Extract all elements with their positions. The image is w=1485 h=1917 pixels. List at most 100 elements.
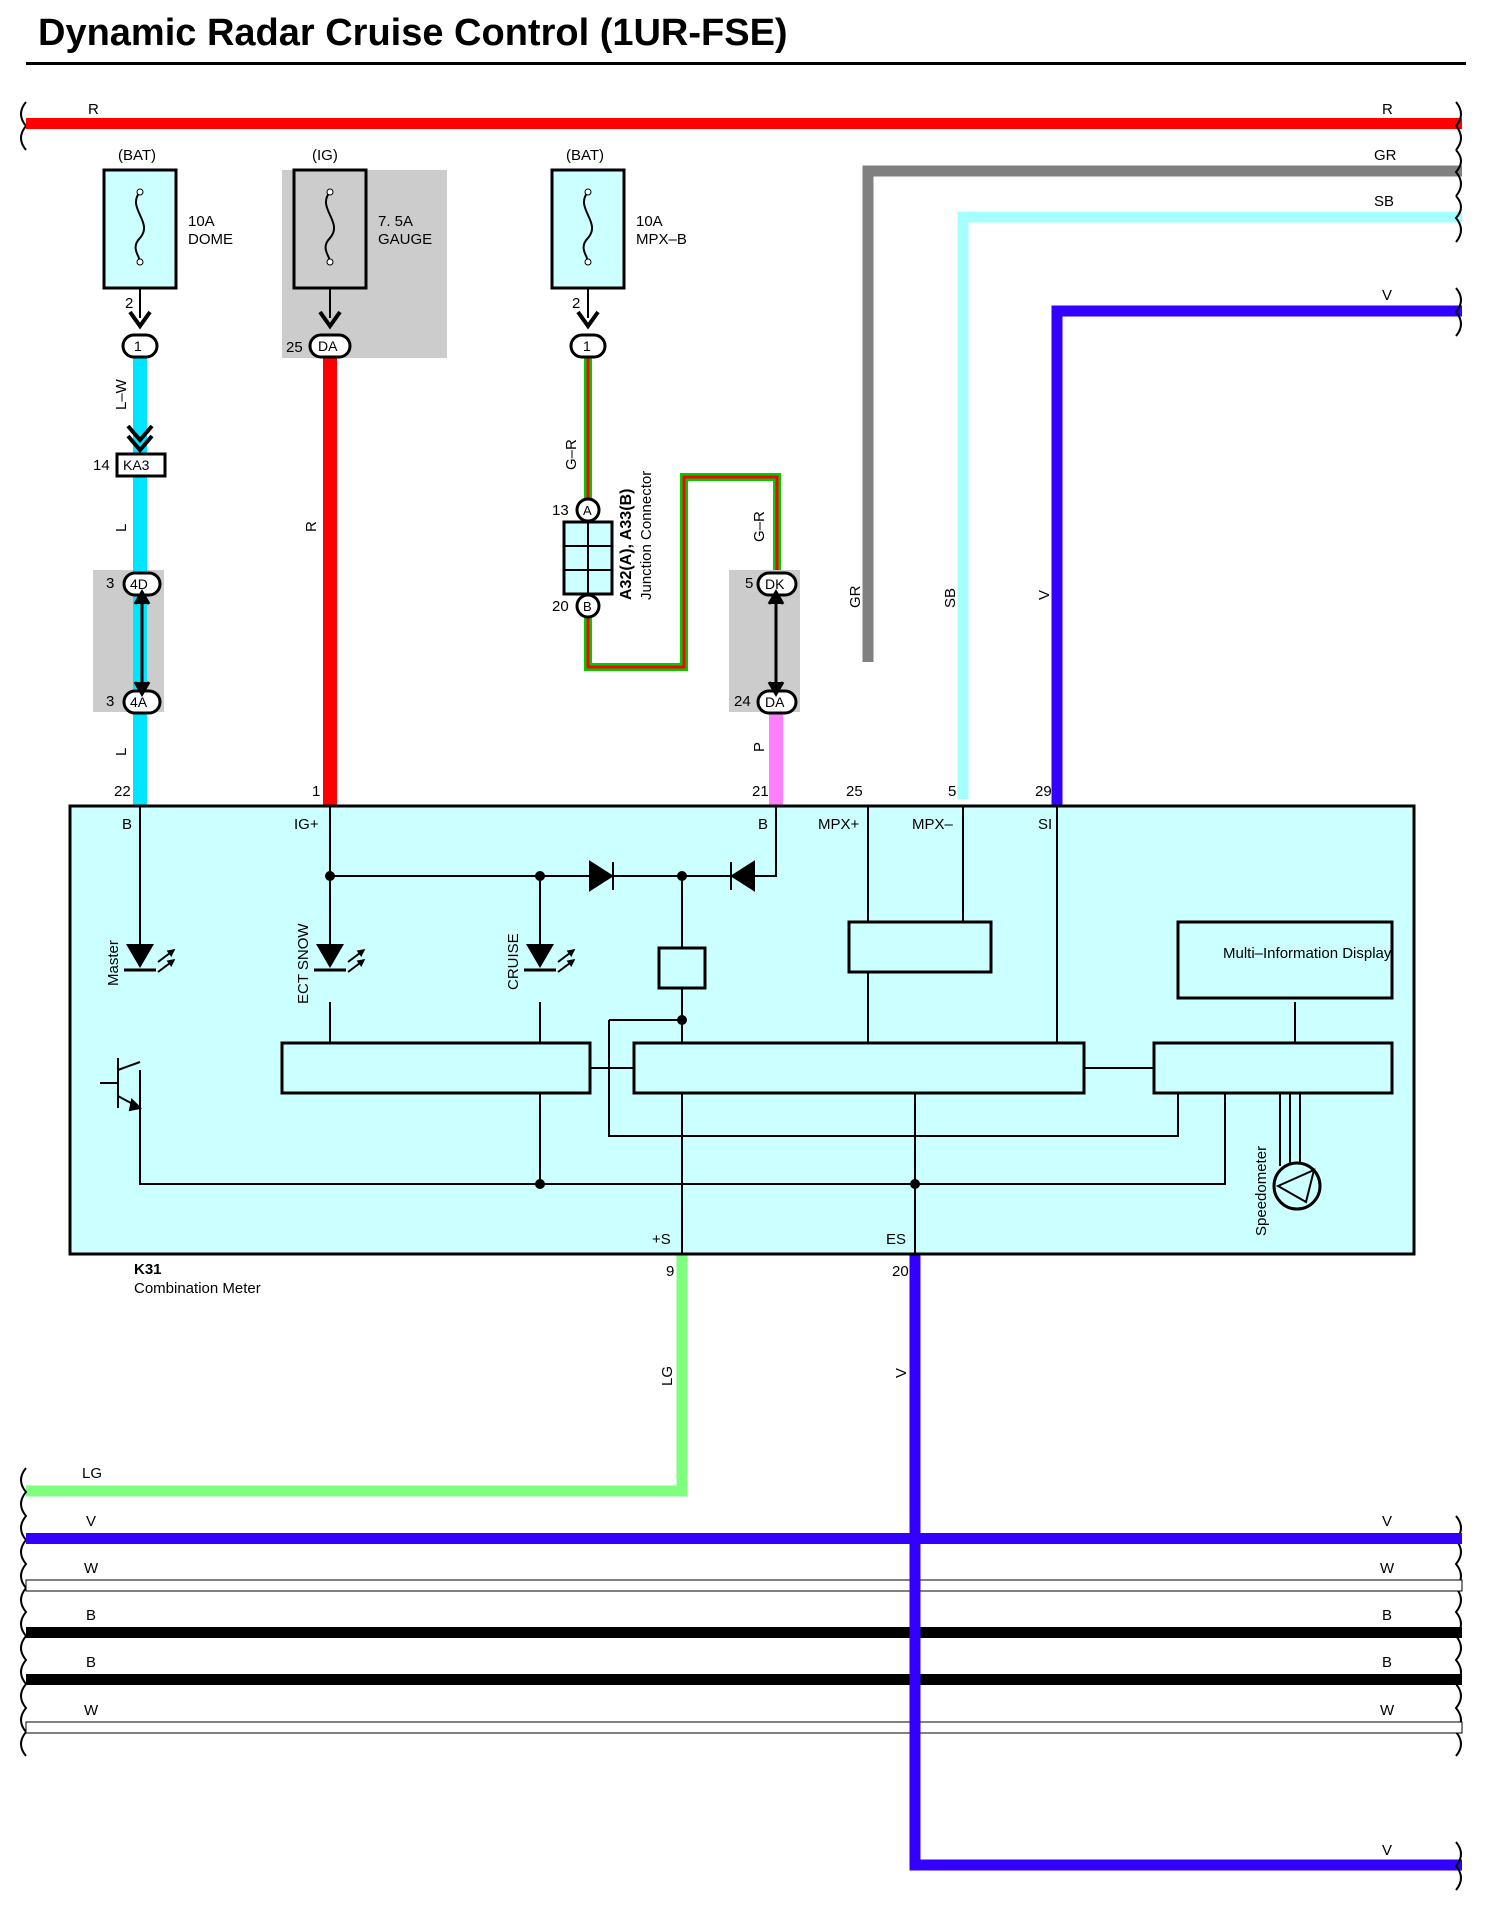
ect-snow-led-icon [314,944,366,973]
wire-lg [26,1254,688,1497]
top-bus-r: R R [20,101,1462,151]
junction-dot [910,1179,920,1189]
junction-dot [535,1179,545,1189]
bus-label-right: V [1382,1842,1392,1859]
junction-name: Junction Connector [638,471,655,600]
pin-name: +S [652,1231,671,1248]
break-mark-left [20,101,28,151]
bus-label-left: V [86,1513,96,1530]
pin-name: MPX– [912,816,954,833]
bus-label-right: W [1380,1702,1395,1719]
junction-ids: A32(A), A33(B) [618,489,635,600]
bus-label-right: SB [1374,193,1394,210]
pin-number: 1 [312,783,320,800]
connector-code: 4D [130,576,148,592]
fuse-terminal [136,258,144,266]
wire-label: G–R [751,511,768,542]
connector-code: KA3 [123,457,150,473]
bus-label-right: V [1382,1513,1392,1530]
fuse-gauge: (IG) 7. 5A GAUGE [292,147,432,290]
wire-v-es [909,1254,1462,1871]
logic-block-left [280,1041,592,1095]
wire-r [323,352,337,806]
meter-name: Combination Meter [134,1280,261,1297]
wire-label: L–W [113,378,130,410]
wire-label: P [751,742,768,752]
connector-arrow-icon [576,310,600,330]
connector-pin: 20 [552,598,569,615]
bus-wire-w [25,1721,1463,1734]
connector-pin: 2 [125,295,133,312]
connector-arrow-icon [128,310,152,330]
cruise-led-icon [524,944,576,973]
wire-label: SB [942,588,959,608]
wire-label: GR [847,585,864,608]
fuse-terminal [584,258,592,266]
pin-number: 20 [892,1263,909,1280]
bus-label-left: LG [82,1465,102,1482]
connector-body [308,333,352,359]
fuse-terminal [136,188,144,196]
junction-connector: 13 A 20 B A32(A), A33(B) Junction Connec… [552,471,655,619]
fuse-body [550,168,626,290]
title-underline [26,62,1466,65]
fuse-terminal [326,188,334,196]
wire-label: L [113,748,130,756]
double-chevron-icon [126,424,154,454]
fuse-dome: (BAT) 10A DOME [102,147,233,290]
fuse-body [102,168,178,290]
indicator-label-ect-snow: ECT SNOW [295,923,312,1004]
break-mark-left [20,1467,28,1757]
junction-dot [535,871,545,881]
diode-icon [730,860,755,892]
connector-body [569,333,607,359]
coil-box [657,946,707,990]
connector-da: 24 DA [734,689,798,715]
wire-p [769,712,783,806]
bus-wire-v [1051,305,1462,806]
bus-label-right: V [1382,287,1392,304]
top-bus-sb: SB [957,193,1462,799]
pin-number: 25 [846,783,863,800]
wire-label: LG [659,1366,676,1386]
fuse-terminal [326,258,334,266]
fuse-element-icon [582,191,594,263]
connector-code: 4A [130,694,148,710]
connector-code: 1 [134,338,142,354]
break-mark-right [1454,101,1462,151]
junction-dot [677,871,687,881]
pin-name: B [758,816,768,833]
indicator-label-cruise: CRUISE [505,933,522,990]
break-mark-right [1454,195,1462,243]
connector-body [121,333,159,359]
wire-g-r-stripe [586,350,779,669]
meter-id: K31 [134,1261,162,1278]
multi-information-display [1176,920,1394,1000]
break-mark-right [1454,287,1462,337]
wire-label: V [1036,590,1053,600]
bus-label-right: B [1382,1607,1392,1624]
bottom-buses: V V W W B B B B W W [20,1467,1463,1757]
fuse-mpx-b: (BAT) 10A MPX–B [550,147,687,290]
connector-arrow-icon [767,589,785,697]
junction-dot [677,1015,687,1025]
connector-pin: 24 [734,693,751,710]
top-bus-gr: GR [862,147,1462,662]
connector-body [115,452,167,478]
indicator-label-master: Master [105,940,122,986]
bus-wire-w [25,1579,1463,1592]
pin-name: MPX+ [818,816,860,833]
connector-pin: 3 [106,693,114,710]
mpx-interface-block [847,920,993,974]
bus-label-left: B [86,1654,96,1671]
logic-block-right [1152,1041,1394,1095]
bus-label-right: W [1380,1560,1395,1577]
bus-label-left: B [86,1607,96,1624]
connector-code: DA [318,338,338,354]
wire-label: V [893,1368,910,1378]
fuse-name: MPX–B [636,231,687,248]
master-led-icon [124,944,176,973]
top-bus-v: V [1051,287,1462,806]
bus-label-right: R [1382,101,1393,118]
diagram-title: Dynamic Radar Cruise Control (1UR-FSE) [38,12,788,54]
